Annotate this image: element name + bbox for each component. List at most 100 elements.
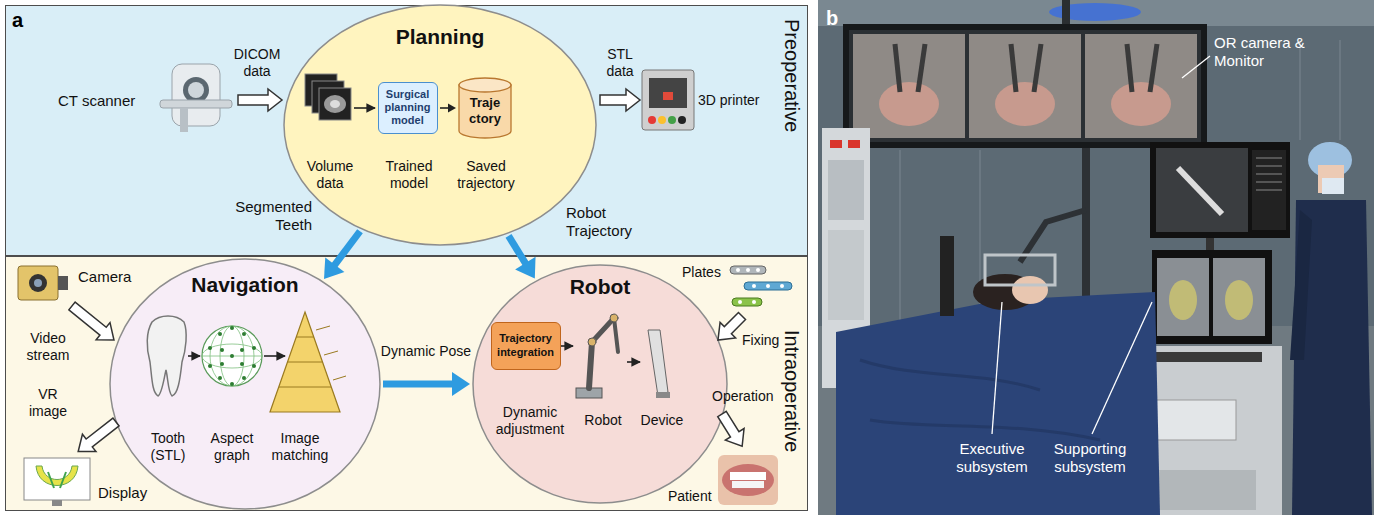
operating-room-photo	[1318, 165, 1344, 193]
operating-room-photo	[836, 292, 1160, 515]
box-label: Trajectory integration	[496, 332, 555, 358]
step-label: Dynamic adjustment	[490, 404, 570, 438]
hollow-arrow	[71, 413, 122, 460]
flow-arrow	[509, 236, 536, 279]
printer-icon	[663, 92, 673, 100]
aspect-graph-icon	[202, 326, 262, 386]
aspect-graph-icon	[208, 326, 256, 386]
image-pyramid-icon	[270, 312, 346, 412]
step-label: Device	[636, 412, 688, 429]
stage-title: Planning	[283, 24, 597, 49]
trajectory-store: Traje ctory	[458, 78, 512, 138]
flow-arrow	[383, 381, 456, 388]
action-label: Fixing	[742, 332, 782, 349]
plates-icon	[738, 300, 742, 304]
volume-data-icon	[330, 100, 340, 108]
aspect-graph-icon	[202, 326, 262, 386]
operating-room-photo	[1127, 44, 1132, 92]
image-pyramid-icon	[296, 337, 314, 338]
operating-room-photo	[1111, 82, 1171, 126]
volume-data-icon	[324, 95, 346, 113]
operating-room-photo	[1339, 40, 1341, 140]
operating-room-photo	[1152, 352, 1262, 362]
display-icon	[52, 500, 62, 506]
leader-line	[1182, 56, 1210, 78]
operating-room-photo	[969, 34, 1081, 138]
hollow-arrow	[600, 89, 640, 111]
robot-arm-icon	[576, 314, 618, 398]
ct-scanner-icon	[180, 108, 188, 132]
operating-room-photo	[1150, 44, 1157, 92]
robot-arm-icon	[610, 314, 618, 322]
printer-icon	[649, 78, 687, 108]
aspect-graph-icon	[242, 332, 246, 336]
photo-callout: OR camera & Monitor	[1214, 34, 1334, 70]
phase-label: Intraoperative	[780, 330, 804, 452]
operating-room-photo	[1012, 276, 1048, 304]
plates-icon	[780, 284, 784, 288]
operating-room-photo	[1157, 258, 1209, 336]
operating-room-photo	[828, 160, 864, 220]
operating-room-photo	[1256, 166, 1282, 167]
action-label: Operation	[712, 388, 778, 405]
operating-room-photo	[1256, 174, 1282, 175]
flow-arrow	[188, 355, 200, 357]
operating-room-photo	[1206, 238, 1214, 252]
operating-room-photo	[1178, 168, 1222, 214]
patient-mouth-icon	[722, 464, 774, 496]
circle-outline	[110, 259, 380, 509]
cylinder-outline	[459, 78, 511, 92]
panel-letter: a	[12, 8, 23, 32]
operating-room-photo	[918, 44, 925, 92]
step-label: Trained model	[378, 158, 440, 192]
phase-label: Preoperative	[780, 19, 804, 132]
operating-room-photo	[860, 360, 1040, 390]
step-label: Robot	[578, 412, 628, 429]
aspect-graph-icon	[208, 346, 212, 350]
device-label: Plates	[682, 264, 728, 281]
aspect-graph-icon	[220, 348, 224, 352]
edge-label: Dynamic Pose	[381, 343, 471, 360]
operating-room-photo	[1156, 148, 1248, 232]
stage-title: Navigation	[109, 272, 381, 297]
data-label: Video stream	[20, 330, 76, 364]
hollow-arrow	[713, 408, 752, 452]
image-pyramid-icon	[270, 312, 340, 412]
plates-icon	[746, 268, 750, 272]
leader-line	[992, 56, 1210, 434]
data-label: DICOM data	[226, 46, 288, 80]
hollow-arrow	[65, 297, 121, 348]
handpiece-icon	[648, 330, 668, 396]
printer-icon	[678, 116, 686, 124]
plates-icon	[752, 284, 756, 288]
aspect-graph-icon	[252, 346, 256, 350]
device-label: CT scanner	[58, 92, 148, 110]
robot-arm-icon	[589, 342, 592, 388]
plates-icon	[732, 298, 762, 306]
operating-room-photo	[1252, 150, 1286, 230]
camera-icon	[18, 266, 58, 300]
operating-room-photo	[1169, 280, 1197, 320]
leader-line	[992, 302, 1002, 434]
tooth-icon	[147, 316, 186, 396]
hollow-arrow	[238, 89, 282, 111]
flow-arrow	[509, 236, 528, 266]
flow-arrow	[627, 361, 640, 363]
aspect-graph-icon	[240, 362, 244, 366]
aspect-graph-icon	[240, 348, 244, 352]
circle-outline	[472, 264, 728, 504]
operating-room-photo	[830, 140, 842, 148]
flow-arrow	[354, 107, 375, 109]
handpiece-icon	[648, 330, 670, 398]
arrowhead	[324, 257, 344, 279]
device-label: Patient	[668, 488, 716, 505]
step-label: Volume data	[300, 158, 360, 192]
volume-data-icon	[319, 88, 351, 120]
operating-room-photo	[1034, 44, 1041, 92]
plates-icon	[766, 284, 770, 288]
arrowhead	[452, 372, 470, 396]
box-label: Traje ctory	[462, 95, 508, 126]
operating-room-photo	[985, 255, 1055, 285]
